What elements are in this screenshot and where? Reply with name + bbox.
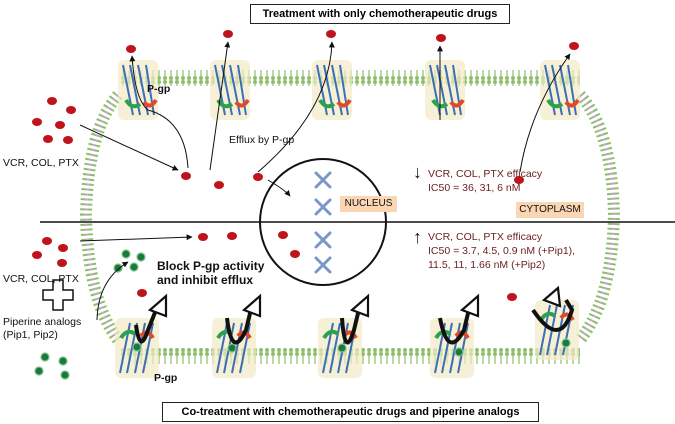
bottom-efficacy: VCR, COL, PTX efficacy IC50 = 3.7, 4.5, …: [428, 230, 575, 272]
top-efficacy-title: VCR, COL, PTX efficacy: [428, 168, 543, 180]
block-label-line2: and inhibit efflux: [157, 273, 253, 287]
bottom-efficacy-ic50-2: 11.5, 11, 1.66 nM (+Pip2): [428, 259, 546, 271]
drug-particles-top: [32, 30, 579, 189]
piperine-label-line2: (Pip1, Pip2): [3, 329, 58, 341]
down-arrow-icon: ↓: [413, 162, 422, 182]
efflux-arrows: [79, 41, 571, 321]
bottom-title: Co-treatment with chemotherapeutic drugs…: [162, 402, 539, 422]
pgp-label-bottom: P-gp: [154, 372, 178, 384]
drugs-label-top: VCR, COL, PTX: [3, 157, 79, 169]
inhibitor-particles: [34, 249, 571, 380]
bottom-efficacy-title: VCR, COL, PTX efficacy: [428, 231, 543, 243]
piperine-label-line1: Piperine analogs: [3, 316, 82, 328]
blocked-efflux-arrows: [134, 298, 575, 345]
efflux-label: Efflux by P-gp: [229, 134, 295, 146]
top-efficacy-ic50: IC50 = 36, 31, 6 nM: [428, 182, 521, 194]
hollow-arrowheads: [147, 285, 562, 318]
drug-particles-bottom: [32, 231, 517, 301]
block-label-line1: Block P-gp activity: [157, 259, 265, 273]
chromosome-icon: [314, 171, 332, 274]
pgp-label-top: P-gp: [147, 83, 171, 95]
drugs-label-bottom: VCR, COL, PTX: [3, 273, 79, 285]
plus-icon: [42, 279, 74, 311]
up-arrow-icon: ↑: [413, 227, 422, 247]
top-title: Treatment with only chemotherapeutic dru…: [250, 4, 510, 24]
piperine-label: Piperine analogs (Pip1, Pip2): [3, 316, 81, 342]
nucleus-label: NUCLEUS: [340, 196, 397, 212]
top-efficacy: VCR, COL, PTX efficacy IC50 = 36, 31, 6 …: [428, 167, 542, 195]
bottom-efficacy-ic50-1: IC50 = 3.7, 4.5, 0.9 nM (+Pip1),: [428, 245, 576, 257]
nucleus-circle: [259, 158, 387, 286]
pgp-transporter-icon: [118, 60, 580, 120]
block-label: Block P-gp activity and inhibit efflux: [157, 259, 264, 287]
cytoplasm-label: CYTOPLASM: [516, 202, 584, 218]
